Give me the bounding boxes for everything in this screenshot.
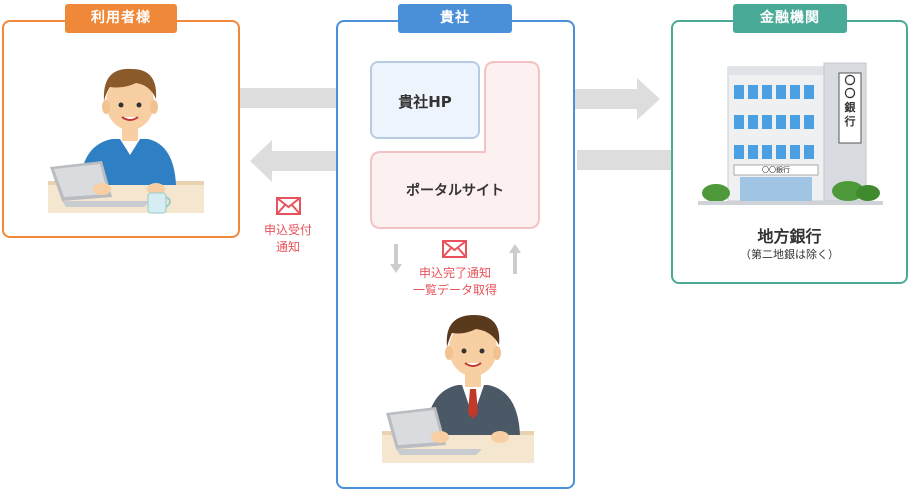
company-panel-tab: 貴社 — [398, 4, 512, 33]
bank-panel-tab: 金融機関 — [733, 4, 847, 33]
bank-sign-char-3: 銀 — [844, 101, 856, 114]
arrow-down-small — [390, 244, 402, 273]
mail-icon — [276, 197, 301, 215]
notice-application-received-line1: 申込受付 — [263, 223, 312, 237]
notice-application-complete-line2: 一覧データ取得 — [412, 283, 497, 297]
user-at-laptop-illustration — [48, 68, 204, 214]
bank-sign-char-1: 〇 — [844, 74, 856, 87]
portal-site-label: ポータルサイト — [406, 183, 504, 199]
company-hp-box: 貴社HP — [370, 61, 480, 139]
staff-at-laptop-illustration — [382, 315, 534, 463]
bank-note: （第二地銀は除く） — [740, 248, 839, 261]
arrow-company-to-user — [250, 140, 338, 182]
arrow-bank-to-company — [577, 150, 673, 170]
notice-application-complete-line1: 申込完了通知 — [418, 266, 491, 280]
bank-entrance-sign: 〇〇銀行 — [762, 166, 790, 174]
bank-sign-char-4: 行 — [844, 115, 856, 128]
notice-application-received-line2: 通知 — [275, 240, 300, 254]
arrow-up-small — [509, 244, 521, 274]
user-panel-tab: 利用者様 — [65, 4, 177, 33]
arrow-company-to-bank — [575, 78, 660, 120]
bank-building-illustration — [698, 62, 883, 205]
bank-sign-char-2: 〇 — [844, 87, 856, 100]
bank-name: 地方銀行 — [757, 227, 822, 246]
company-hp-label: 貴社HP — [398, 93, 452, 111]
portal-site-shape — [370, 61, 540, 229]
arrow-user-to-company — [240, 88, 336, 108]
mail-icon — [442, 240, 467, 258]
